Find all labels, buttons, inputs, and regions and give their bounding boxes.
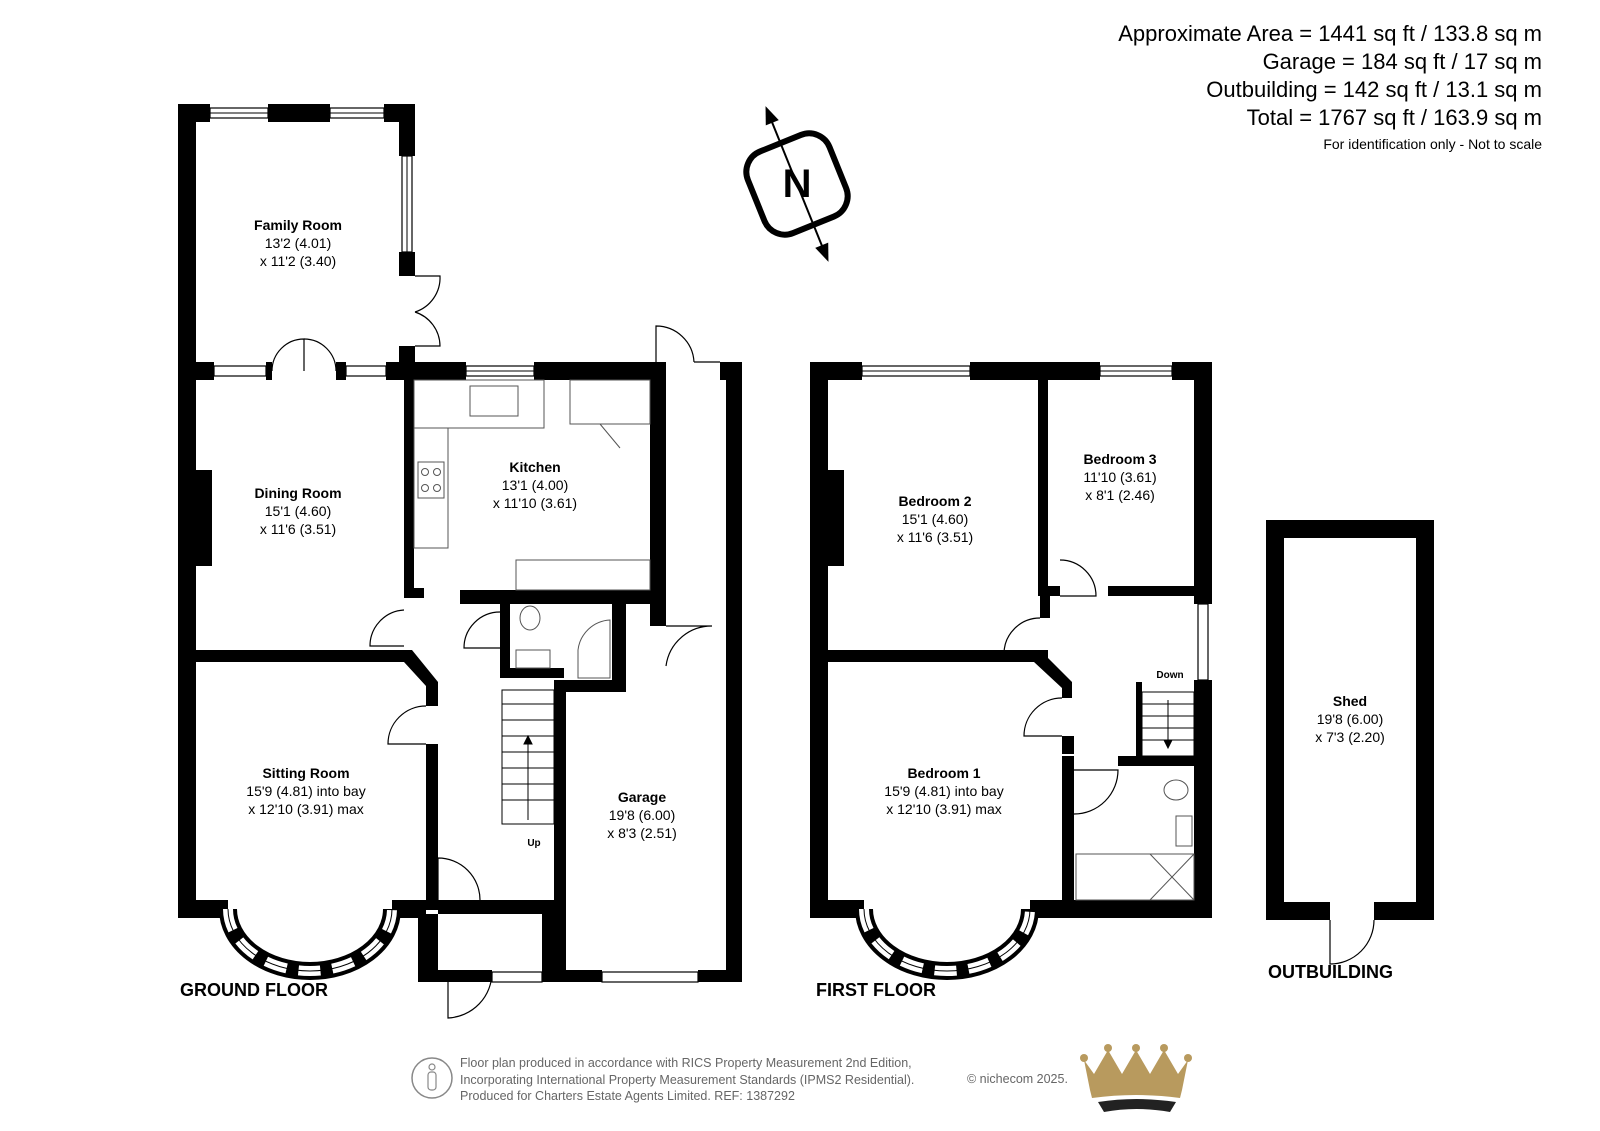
bedroom2-name: Bedroom 2 <box>898 493 971 509</box>
toilet-icon <box>519 605 541 631</box>
person-icon <box>411 1057 453 1099</box>
hob-icon <box>417 461 445 499</box>
bedroom1-name: Bedroom 1 <box>907 765 980 781</box>
footer-line-2: Incorporating International Property Mea… <box>460 1072 915 1087</box>
garage-dim2: x 8'3 (2.51) <box>607 825 677 841</box>
bedroom3-name: Bedroom 3 <box>1083 451 1156 467</box>
area-summary: Approximate Area = 1441 sq ft / 133.8 sq… <box>1118 20 1542 156</box>
family-room-name: Family Room <box>254 217 342 233</box>
footer-line-1: Floor plan produced in accordance with R… <box>460 1056 912 1070</box>
stairs-down-label: Down <box>1156 670 1183 681</box>
area-line-approx: Approximate Area = 1441 sq ft / 133.8 sq… <box>1118 21 1542 46</box>
north-arrow-icon: N <box>743 106 851 262</box>
crown-logo-icon <box>1080 1044 1192 1112</box>
stairs-up-label: Up <box>527 838 540 849</box>
basin-icon <box>1175 815 1193 847</box>
kitchen-dim1: 13'1 (4.00) <box>502 477 569 493</box>
first-floor-label: FIRST FLOOR <box>816 980 936 1000</box>
shed-dim1: 19'8 (6.00) <box>1317 711 1384 727</box>
dining-room-name: Dining Room <box>254 485 341 501</box>
shower-icon <box>577 619 611 679</box>
ground-floor-label: GROUND FLOOR <box>180 980 328 1000</box>
shed-dim2: x 7'3 (2.20) <box>1315 729 1385 745</box>
bedroom3-dim1: 11'10 (3.61) <box>1083 469 1156 485</box>
outbuilding-walls <box>1266 520 1434 965</box>
shed-name: Shed <box>1333 693 1367 709</box>
dining-room-dim2: x 11'6 (3.51) <box>260 521 336 537</box>
sitting-room-dim1: 15'9 (4.81) into bay <box>246 783 365 799</box>
footer-line-3: Produced for Charters Estate Agents Limi… <box>460 1089 795 1103</box>
bedroom2-dim1: 15'1 (4.60) <box>902 511 969 527</box>
bedroom1-dim1: 15'9 (4.81) into bay <box>884 783 1003 799</box>
bedroom1-dim2: x 12'10 (3.91) max <box>886 801 1002 817</box>
sitting-room-dim2: x 12'10 (3.91) max <box>248 801 364 817</box>
first-stairs-bathroom <box>1075 691 1195 901</box>
outbuilding-label: OUTBUILDING <box>1268 962 1393 982</box>
garage-name: Garage <box>618 789 666 805</box>
basin-icon <box>515 649 551 669</box>
ground-floor-walls <box>178 104 742 1019</box>
footer-text: Floor plan produced in accordance with R… <box>460 1055 914 1105</box>
bedroom3-dim2: x 8'1 (2.46) <box>1085 487 1155 503</box>
sitting-room-name: Sitting Room <box>262 765 349 781</box>
family-room-dim1: 13'2 (4.01) <box>265 235 332 251</box>
kitchen-fittings <box>413 379 651 679</box>
area-line-outbuilding: Outbuilding = 142 sq ft / 13.1 sq m <box>1206 77 1542 102</box>
toilet-icon <box>1163 779 1189 801</box>
ground-stairs <box>501 689 555 825</box>
dining-room-dim1: 15'1 (4.60) <box>265 503 332 519</box>
compass-letter: N <box>783 162 812 206</box>
sink-icon <box>469 385 519 417</box>
copyright-text: © nichecom 2025. <box>967 1072 1068 1086</box>
bath-icon <box>1075 853 1195 901</box>
area-line-garage: Garage = 184 sq ft / 17 sq m <box>1262 49 1542 74</box>
family-room-dim2: x 11'2 (3.40) <box>260 253 336 269</box>
area-line-total: Total = 1767 sq ft / 163.9 sq m <box>1246 105 1542 130</box>
bedroom2-dim2: x 11'6 (3.51) <box>897 529 973 545</box>
kitchen-name: Kitchen <box>509 459 560 475</box>
kitchen-dim2: x 11'10 (3.61) <box>493 495 577 511</box>
first-floor-walls <box>810 362 1212 980</box>
scale-note: For identification only - Not to scale <box>1323 136 1542 152</box>
garage-dim1: 19'8 (6.00) <box>609 807 676 823</box>
